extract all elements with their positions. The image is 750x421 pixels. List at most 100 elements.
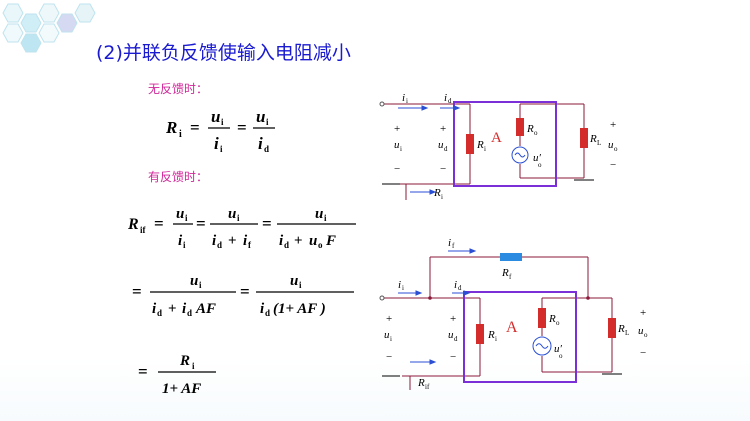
- circuit-label-93: −: [386, 351, 392, 363]
- eq3-num1: u: [190, 273, 198, 289]
- eq3-den1-b-sub: d: [187, 308, 192, 318]
- resistor-ri-icon: [476, 324, 484, 344]
- circuit-label-92: i: [390, 335, 392, 343]
- resistor-rf-icon: [500, 253, 522, 261]
- eq3-den2-i-sub: d: [265, 308, 270, 318]
- eq3-equals-2: =: [240, 282, 250, 301]
- eq4-num-sub: i: [192, 361, 195, 371]
- eq2-equals-1: =: [154, 214, 164, 233]
- circuit-label-78: o: [614, 145, 618, 153]
- eq2-den2-plus: +: [228, 233, 237, 249]
- circuit-label-96: d: [454, 335, 458, 343]
- equations: R i = u i i i = u i i d R i f = u i i i =…: [127, 107, 356, 395]
- circuit-label-87: i: [402, 284, 404, 292]
- eq4-equals: =: [138, 362, 148, 381]
- eq2-den3-F: F: [325, 233, 336, 249]
- eq3-den1-b: i: [182, 301, 187, 317]
- eq1-equals-1: =: [190, 118, 200, 137]
- circuit-label-67: R: [476, 139, 484, 151]
- circuit-label-56: i: [406, 97, 408, 105]
- amplifier-box: [453, 101, 557, 187]
- circuit-label-105: R: [617, 323, 625, 335]
- eq2-den2-a: i: [212, 233, 217, 249]
- eq3-den2-i: i: [260, 301, 265, 317]
- eq2-den2-a-sub: d: [217, 240, 222, 250]
- eq3-den1-a: i: [152, 301, 157, 317]
- eq1-den2-sub: d: [264, 144, 269, 154]
- eq3-num2-sub: i: [299, 280, 302, 290]
- eq4-num: R: [179, 353, 190, 369]
- circuit-label-72: u′: [533, 152, 542, 164]
- eq2-lhs: R: [127, 216, 139, 233]
- circuit-label-84: R: [501, 267, 509, 279]
- eq1-num2: u: [256, 107, 265, 126]
- circuit-label-74: R: [589, 133, 597, 145]
- circuit-label-107: +: [640, 307, 646, 319]
- circuit-label-68: i: [484, 145, 486, 153]
- eq1-num1-sub: i: [221, 117, 224, 127]
- circuit-label-99: i: [495, 335, 497, 343]
- circuit-label-90: +: [386, 313, 392, 325]
- circuit-label-82: i: [448, 237, 451, 249]
- label-no-feedback: 无反馈时：: [148, 82, 209, 96]
- eq1-den2: i: [258, 134, 263, 153]
- circuit-label-55: i: [402, 92, 405, 104]
- eq2-den3-a-sub: d: [284, 240, 289, 250]
- circuit-label-88: i: [454, 279, 457, 291]
- circuit-label-76: +: [610, 119, 616, 131]
- circuit-label-80: R: [433, 187, 441, 199]
- circuit-label-64: u: [438, 139, 444, 151]
- circuit-label-101: R: [548, 313, 556, 325]
- eq1-num2-sub: i: [266, 117, 269, 127]
- circuit-label-100: A: [506, 319, 518, 336]
- eq2-den3-b: u: [309, 233, 317, 249]
- circuit-label-95: u: [448, 329, 454, 341]
- label-with-feedback: 有反馈时：: [148, 170, 209, 184]
- resistor-ro-icon: [538, 308, 546, 328]
- eq2-den2-b-sub: f: [248, 240, 252, 250]
- eq1-equals-2: =: [237, 118, 247, 137]
- eq2-num2-sub: i: [237, 213, 240, 223]
- eq3-num1-sub: i: [199, 280, 202, 290]
- circuit-label-98: R: [487, 329, 495, 341]
- circuit-label-104: o: [559, 352, 563, 360]
- circuit-label-57: i: [444, 92, 447, 104]
- eq3-equals-1: =: [132, 282, 142, 301]
- circuit-label-73: o: [538, 161, 542, 169]
- circuit-label-65: d: [444, 145, 448, 153]
- eq2-num3-sub: i: [324, 213, 327, 223]
- circuit-label-89: d: [458, 284, 462, 292]
- eq3-den1-plus: +: [168, 301, 177, 317]
- circuit-label-103: u′: [554, 343, 563, 355]
- circuit-label-86: i: [398, 279, 401, 291]
- circuit-label-102: o: [556, 319, 560, 327]
- eq2-den3-a: i: [279, 233, 284, 249]
- circuit-label-81: i: [441, 193, 443, 200]
- resistor-rl-icon: [580, 128, 588, 148]
- eq3-den1-AF: AF: [195, 301, 216, 317]
- eq2-num2: u: [228, 206, 236, 222]
- circuit-label-97: −: [450, 351, 456, 363]
- resistor-ri-icon: [466, 134, 474, 154]
- page-title: (2)并联负反馈使输入电阻减小: [96, 42, 351, 64]
- circuit-label-79: −: [610, 159, 616, 171]
- circuit-label-59: +: [394, 123, 400, 135]
- eq3-num2: u: [290, 273, 298, 289]
- eq2-den1-sub: i: [183, 240, 186, 250]
- eq1-num1: u: [211, 107, 220, 126]
- eq4-den: 1+ AF: [162, 381, 201, 395]
- circuit-label-111: R: [417, 377, 425, 389]
- eq1-lhs-sub: i: [179, 129, 182, 140]
- eq2-den3-b-sub: o: [318, 240, 323, 250]
- eq1-den1: i: [214, 134, 219, 153]
- eq1-lhs: R: [165, 118, 177, 137]
- eq2-equals-2: =: [196, 214, 206, 233]
- circuit-label-112: if: [425, 383, 430, 391]
- circuit-label-62: −: [394, 163, 400, 175]
- circuit-label-108: u: [638, 325, 644, 337]
- eq2-num1-sub: i: [185, 213, 188, 223]
- eq3-den2-paren: (1+ AF ): [273, 301, 326, 317]
